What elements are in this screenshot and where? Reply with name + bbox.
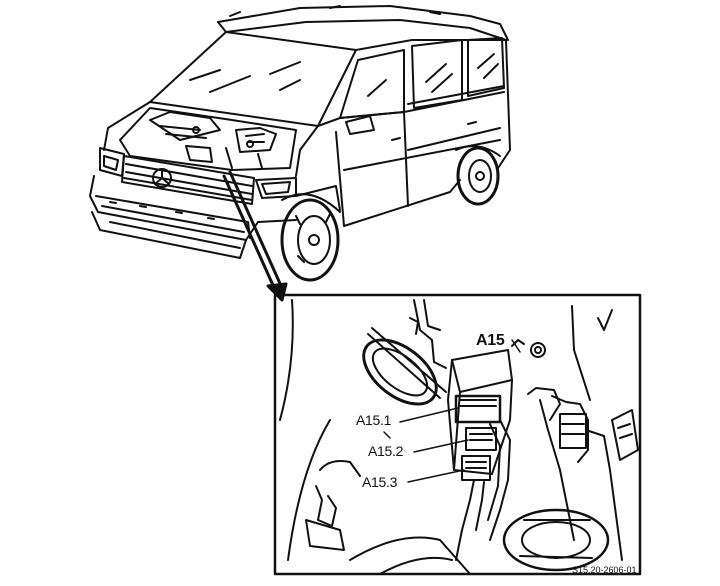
callout-a15-3: A15.3 bbox=[362, 474, 398, 490]
figure-code: S15.20-2606-01 bbox=[572, 565, 637, 575]
grommet bbox=[362, 327, 447, 406]
control-unit-a15 bbox=[447, 339, 546, 475]
callout-a15-2: A15.2 bbox=[368, 443, 404, 459]
van-illustration bbox=[89, 5, 511, 282]
callout-a15-1: A15.1 bbox=[356, 412, 392, 428]
callout-a15: A15 bbox=[476, 332, 505, 349]
leader-lines bbox=[383, 339, 521, 483]
pulley-part bbox=[502, 508, 610, 572]
detail-inset bbox=[273, 293, 642, 576]
